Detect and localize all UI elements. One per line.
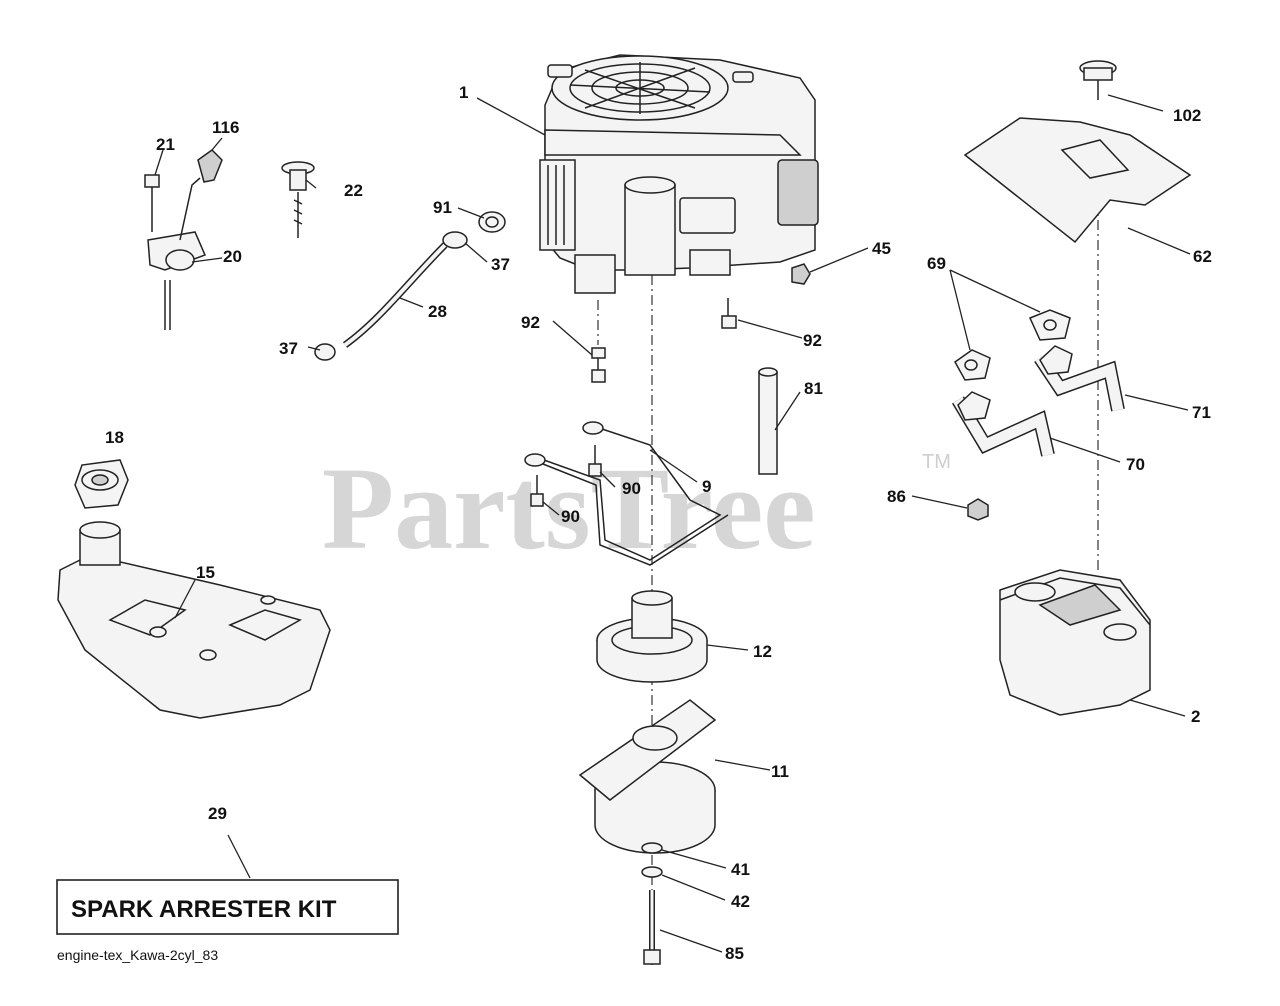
nut-part-45[interactable] [791,263,811,285]
callout-81: 81 [804,379,823,398]
engine-part-1[interactable] [539,54,819,294]
callout-20: 20 [223,247,242,266]
leader-lines [154,94,1191,953]
fuel-filter-part-91[interactable] [478,211,506,233]
callout-29: 29 [208,804,227,823]
bolt-part-92-right[interactable] [721,298,737,329]
callout-86: 86 [887,487,906,506]
callout-12: 12 [753,642,772,661]
exhaust-pipe-part-70[interactable] [951,391,1055,457]
callout-90-lower: 90 [561,507,580,526]
clamp-part-37-bottom[interactable] [314,343,336,361]
drawing-id: engine-tex_Kawa-2cyl_83 [57,947,218,963]
spark-arrester-kit-label: SPARK ARRESTER KIT [71,896,337,923]
gasket-part-62[interactable] [963,117,1192,244]
bolt-part-102[interactable] [1079,60,1117,100]
callout-92-right: 92 [803,331,822,350]
bolt-part-90-lower[interactable] [530,475,544,507]
fuel-tank-part-15[interactable] [57,521,331,719]
tube-part-81[interactable] [758,367,778,475]
nut-part-86[interactable] [967,498,989,521]
bolt-part-21[interactable] [144,174,160,232]
callout-92-left: 92 [521,313,540,332]
clamp-part-37-top[interactable] [442,231,468,249]
callout-9: 9 [702,477,711,496]
gasket-part-69-right[interactable] [1028,309,1071,341]
gasket-part-69-left[interactable] [954,349,991,381]
bolt-part-85[interactable] [643,890,661,965]
callout-42: 42 [731,892,750,911]
callout-45: 45 [872,239,891,258]
callout-11: 11 [771,762,789,781]
callout-28: 28 [428,302,447,321]
spark-arrester-kit-box[interactable]: SPARK ARRESTER KIT [56,879,399,935]
callout-62: 62 [1193,247,1212,266]
callout-91: 91 [433,198,452,217]
callout-70: 70 [1126,455,1145,474]
pulley-part-12[interactable] [596,590,708,683]
fuel-line-part-28[interactable] [342,242,448,348]
exhaust-pipe-part-71[interactable] [1034,345,1125,412]
callout-85: 85 [725,944,744,963]
throttle-control-part-20[interactable] [147,177,207,330]
callout-102: 102 [1173,106,1201,125]
callout-41: 41 [731,860,750,879]
callout-2: 2 [1191,707,1200,726]
callout-22: 22 [344,181,363,200]
washer-part-42[interactable] [641,866,663,878]
callout-37-top: 37 [491,255,510,274]
callout-15: 15 [196,563,215,582]
callout-116: 116 [212,118,239,137]
callout-37-bottom: 37 [279,339,298,358]
clutch-part-11[interactable] [578,699,717,854]
choke-knob-part-22[interactable] [281,161,315,238]
bracket-part-9[interactable] [524,421,729,566]
bolt-part-90-upper[interactable] [588,445,602,477]
callout-21: 21 [156,135,175,154]
bolt-part-92-left[interactable] [591,347,606,383]
callout-90-upper: 90 [622,479,641,498]
washer-part-41[interactable] [641,842,663,854]
callout-1: 1 [459,83,468,102]
watermark-tm: TM [922,451,951,473]
callout-18: 18 [105,428,124,447]
callouts: 1 116 21 22 20 91 37 37 28 92 92 45 102 … [105,83,1212,963]
knob-part-116[interactable] [197,149,223,183]
fuel-cap-part-18[interactable] [74,459,129,509]
watermark: PartsTree [322,443,816,574]
callout-71: 71 [1192,403,1211,422]
muffler-part-2[interactable] [999,569,1151,716]
callout-69: 69 [927,254,946,273]
